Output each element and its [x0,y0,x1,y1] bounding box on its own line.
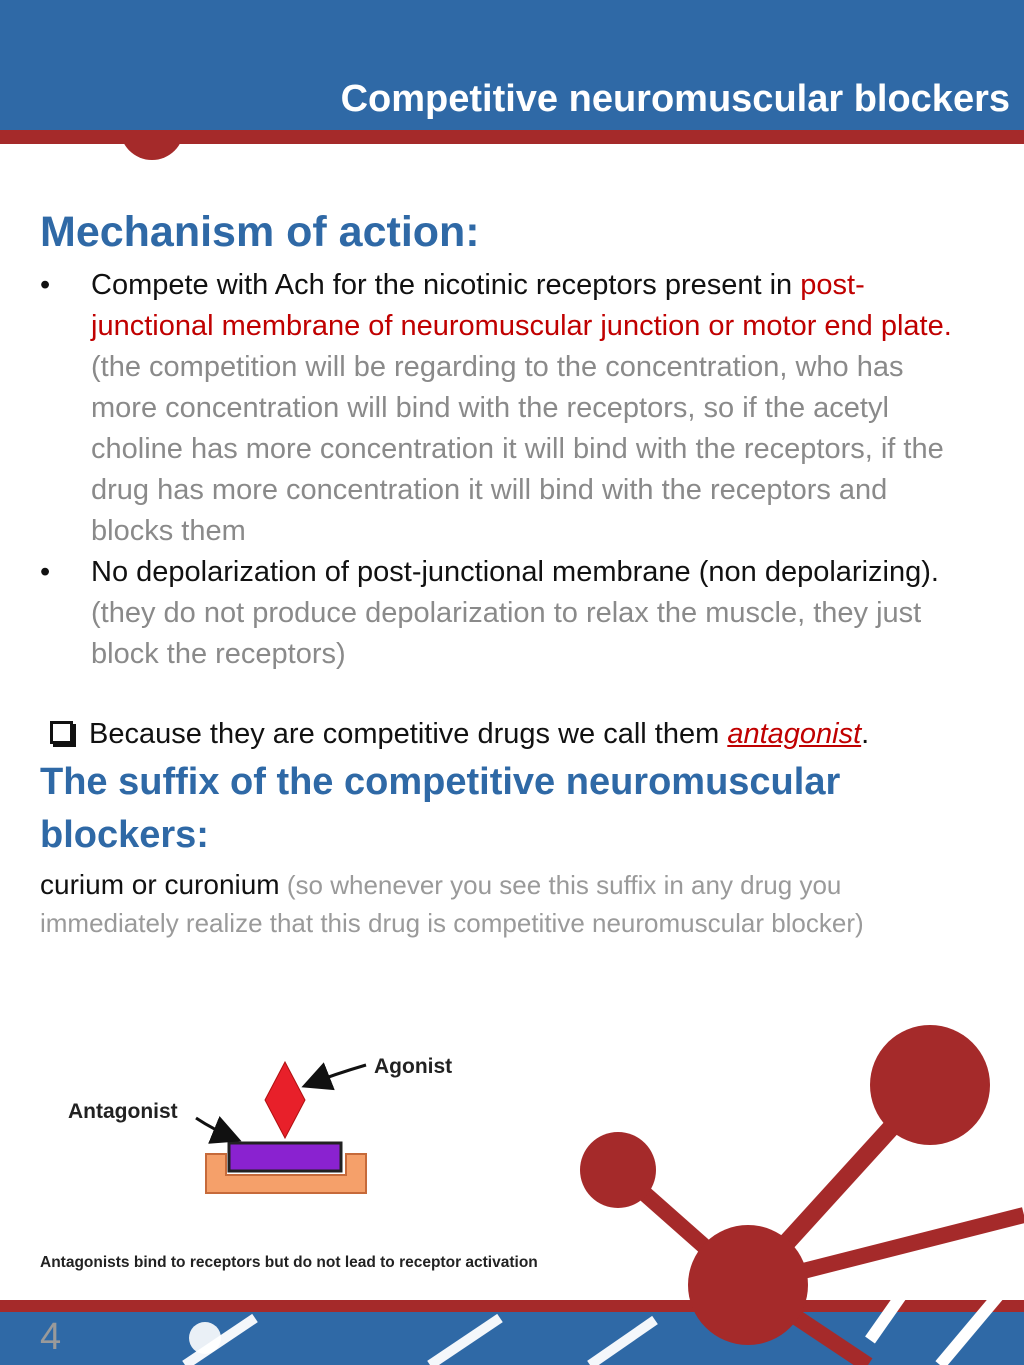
antagonist-label: Antagonist [68,1100,178,1123]
bullet-item-compete: • Compete with Ach for the nicotinic rec… [40,265,960,552]
suffix-paragraph: curium or curonium (so whenever you see … [40,866,970,942]
agonist-label: Agonist [374,1055,452,1078]
checkbox-bullet-icon [50,721,73,744]
agonist-arrow [301,1062,367,1091]
suffix-heading: The suffix of the competitive neuromuscu… [40,761,841,856]
suffix-note: (so whenever you see this suffix in any … [40,870,864,938]
antagonist-arrow [195,1116,242,1144]
antagonist-shape [227,1141,343,1173]
bullet-text: Compete with Ach for the nicotinic recep… [91,269,801,301]
diagram-caption: Antagonists bind to receptors but do not… [40,1254,538,1271]
suffix-text: curium or curonium [40,869,280,900]
bullet-note: (the competition will be regarding to th… [91,351,944,547]
antagonist-statement-text: Because they are competitive drugs we ca… [89,718,728,750]
header-bar [0,0,1024,130]
bullet-item-depolarization: • No depolarization of post-junctional m… [40,552,960,675]
page-number: 4 [40,1316,62,1358]
bullet-note: (they do not produce depolarization to r… [91,597,922,670]
agonist-shape [264,1060,306,1140]
bullet-highlight: post-junctional membrane of neuromuscula… [91,269,952,342]
footer-molecule-graphic [580,1025,1024,1365]
antagonist-statement-end: . [861,718,870,750]
header-accent-stripe [0,130,1024,144]
bullet-text: No depolarization of post-junctional mem… [91,556,939,588]
slide-title: Competitive neuromuscular blockers [340,78,1010,120]
bullet-icon: • [40,556,51,588]
mechanism-bullet-list: • Compete with Ach for the nicotinic rec… [40,265,960,675]
receptor-binding-diagram: Agonist Antagonist [68,1055,452,1194]
mechanism-heading: Mechanism of action: [40,208,480,256]
bullet-icon: • [40,269,51,301]
antagonist-statement: Because they are competitive drugs we ca… [50,714,869,755]
antagonist-term: antagonist [727,718,862,750]
receptor-shape [205,1153,367,1194]
